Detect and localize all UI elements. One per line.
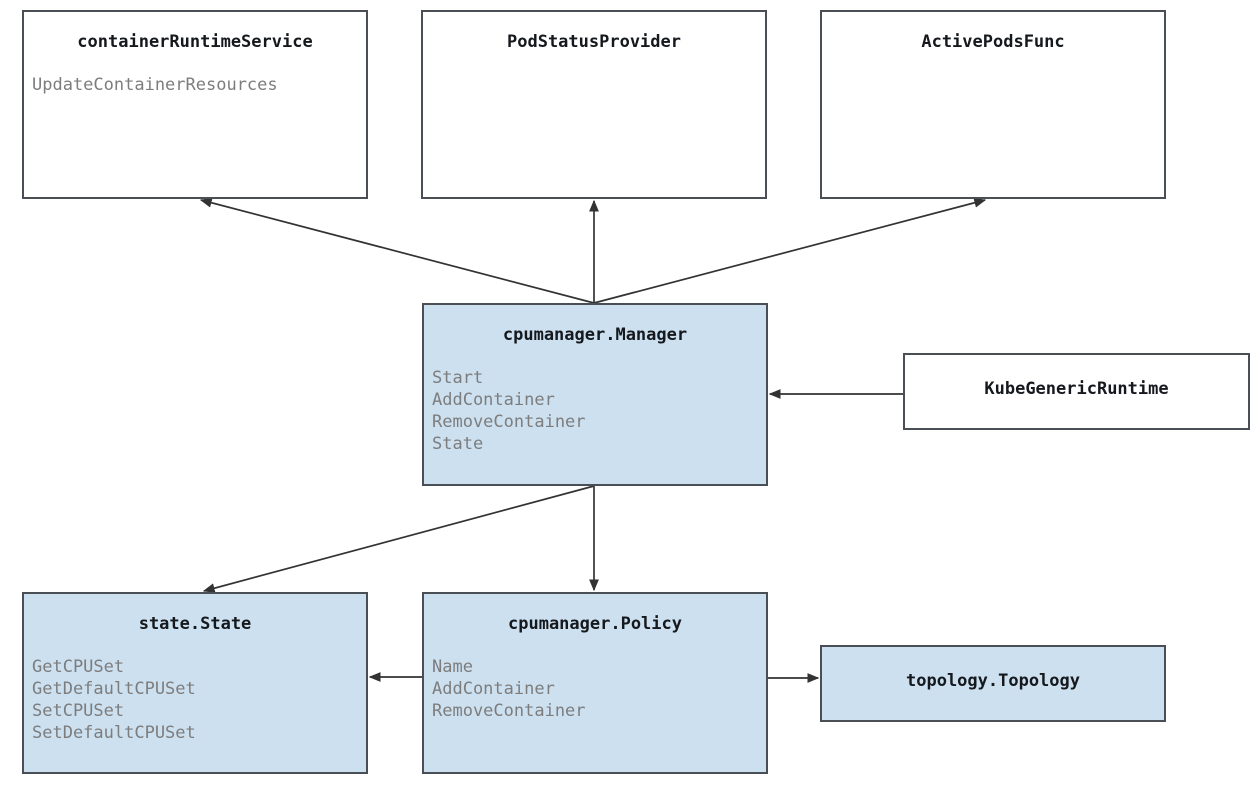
class-box-title: cpumanager.Policy <box>508 614 682 634</box>
edge-manager-to-state <box>202 485 595 594</box>
class-box-title: cpumanager.Manager <box>502 325 688 345</box>
class-method: GetDefaultCPUSet <box>32 679 196 699</box>
class-box-title: KubeGenericRuntime <box>984 379 1169 399</box>
class-box-pod-status-provider[interactable]: PodStatusProvider <box>421 10 767 199</box>
class-box-kube-generic-runtime[interactable]: KubeGenericRuntime <box>903 353 1250 430</box>
class-box-title: topology.Topology <box>906 671 1080 691</box>
class-method: RemoveContainer <box>432 701 586 721</box>
class-method: SetDefaultCPUSet <box>32 723 196 743</box>
class-box-topology-topology[interactable]: topology.Topology <box>820 645 1166 722</box>
class-method: AddContainer <box>432 679 555 699</box>
class-method: State <box>432 434 484 454</box>
class-box-title: PodStatusProvider <box>507 32 681 52</box>
class-method: UpdateContainerResources <box>32 75 278 95</box>
class-method: Name <box>432 657 473 677</box>
class-method: GetCPUSet <box>32 657 125 677</box>
edge-manager-to-active-pods-func <box>593 197 987 304</box>
edge-manager-to-container-runtime-service <box>199 197 595 304</box>
class-box-title: ActivePodsFunc <box>921 32 1065 52</box>
class-box-title: state.State <box>138 614 252 634</box>
class-method: Start <box>432 368 484 388</box>
class-box-active-pods-func[interactable]: ActivePodsFunc <box>820 10 1166 199</box>
class-method: AddContainer <box>432 390 555 410</box>
class-method: RemoveContainer <box>432 412 586 432</box>
class-box-methods: UpdateContainerResources <box>32 74 366 96</box>
class-method: SetCPUSet <box>32 701 125 721</box>
class-box-title: containerRuntimeService <box>77 32 313 52</box>
